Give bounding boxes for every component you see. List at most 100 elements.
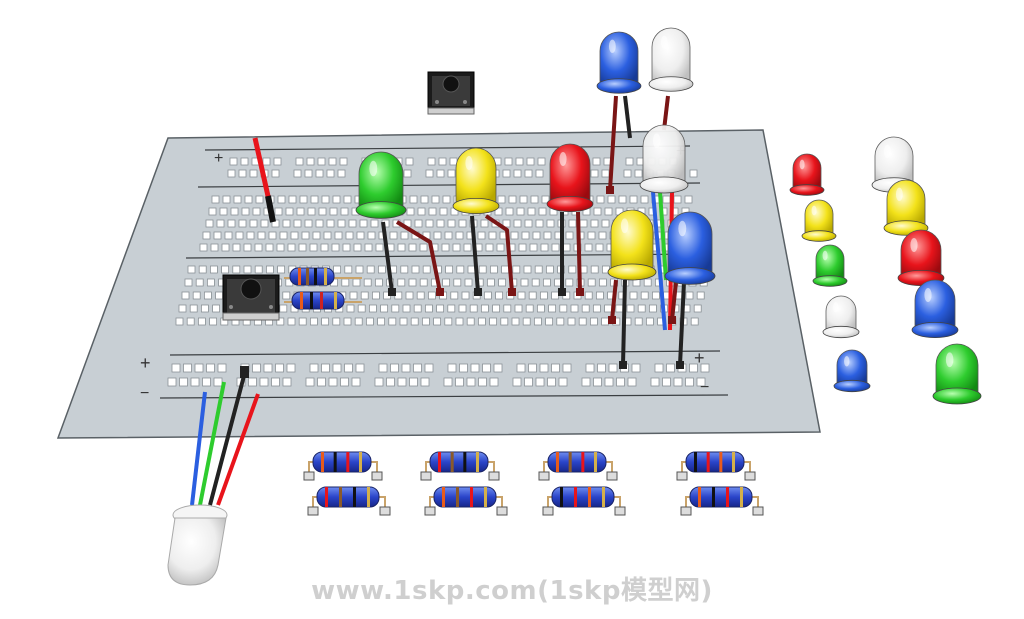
hole: [439, 207, 448, 216]
hole: [417, 207, 426, 216]
hole: [243, 265, 252, 274]
hole: [428, 207, 437, 216]
hole: [410, 317, 419, 326]
hole: [409, 377, 418, 387]
hole: [595, 243, 604, 252]
hole: [469, 304, 478, 313]
loose-resistor-1: [303, 451, 383, 481]
hole: [527, 207, 536, 216]
hole: [516, 363, 526, 373]
hole: [532, 231, 541, 240]
hole: [512, 377, 522, 387]
hole: [190, 377, 200, 387]
hole: [498, 278, 507, 287]
hole: [505, 207, 514, 216]
hole: [315, 219, 324, 228]
hole: [360, 291, 369, 300]
led-white-top: [648, 27, 694, 92]
hole: [189, 304, 198, 313]
hole: [399, 317, 408, 326]
hole: [328, 377, 338, 387]
hole: [367, 231, 376, 240]
led-blue-top: [596, 31, 642, 94]
hole: [221, 243, 230, 252]
hole: [512, 265, 521, 274]
hole: [521, 231, 530, 240]
hole: [229, 157, 238, 166]
hole: [634, 317, 643, 326]
hole: [547, 377, 556, 387]
loose-resistor-5: [538, 451, 618, 481]
hole: [321, 195, 330, 204]
hole: [299, 195, 308, 204]
hole: [202, 231, 211, 240]
hole: [293, 169, 302, 178]
hole: [227, 219, 236, 228]
hole: [342, 243, 351, 252]
hole: [627, 377, 637, 387]
hole: [321, 317, 330, 326]
hole: [320, 243, 329, 252]
rail-minus-bottom: −: [140, 385, 149, 402]
hole: [565, 231, 574, 240]
hole: [443, 377, 453, 387]
hole: [179, 377, 188, 387]
hole: [545, 317, 553, 326]
hole: [568, 219, 577, 228]
hole: [233, 195, 242, 204]
hole: [378, 363, 388, 373]
hole: [525, 304, 534, 313]
hole: [219, 207, 228, 216]
hole: [666, 363, 675, 373]
hole: [455, 317, 464, 326]
hole: [463, 243, 472, 252]
hole: [604, 304, 612, 313]
board-led-legs: [381, 95, 686, 366]
hole: [537, 304, 545, 313]
hole: [279, 231, 288, 240]
hole: [332, 195, 341, 204]
push-button-board: [222, 274, 280, 321]
hole: [295, 157, 304, 166]
hole: [262, 157, 271, 166]
hole: [643, 278, 652, 287]
hole: [298, 243, 307, 252]
hole: [304, 219, 313, 228]
hole: [290, 231, 299, 240]
hole: [427, 157, 436, 166]
hole: [277, 195, 286, 204]
hole: [531, 278, 540, 287]
hole: [483, 291, 492, 300]
hole: [184, 278, 193, 287]
hole: [629, 195, 638, 204]
hole: [349, 291, 358, 300]
hole: [652, 291, 660, 300]
hole: [244, 195, 253, 204]
hole: [551, 243, 560, 252]
hole: [526, 157, 535, 166]
hole: [590, 219, 599, 228]
hole: [424, 363, 434, 373]
hole: [263, 363, 273, 373]
hole: [459, 363, 468, 373]
hole: [305, 377, 315, 387]
hole: [452, 243, 461, 252]
hole: [221, 265, 230, 274]
hole: [296, 207, 305, 216]
hole: [344, 363, 353, 373]
hole: [436, 169, 445, 178]
hole: [400, 231, 409, 240]
hole: [599, 278, 607, 287]
hole: [171, 363, 181, 373]
hole: [444, 317, 453, 326]
hole: [332, 317, 341, 326]
hole: [273, 157, 282, 166]
loose-resistor-2: [307, 486, 391, 516]
hole: [293, 219, 302, 228]
hole: [425, 169, 434, 178]
hole: [673, 377, 683, 387]
hole: [354, 317, 363, 326]
hole: [282, 219, 291, 228]
hole: [696, 291, 705, 300]
hole: [195, 278, 204, 287]
